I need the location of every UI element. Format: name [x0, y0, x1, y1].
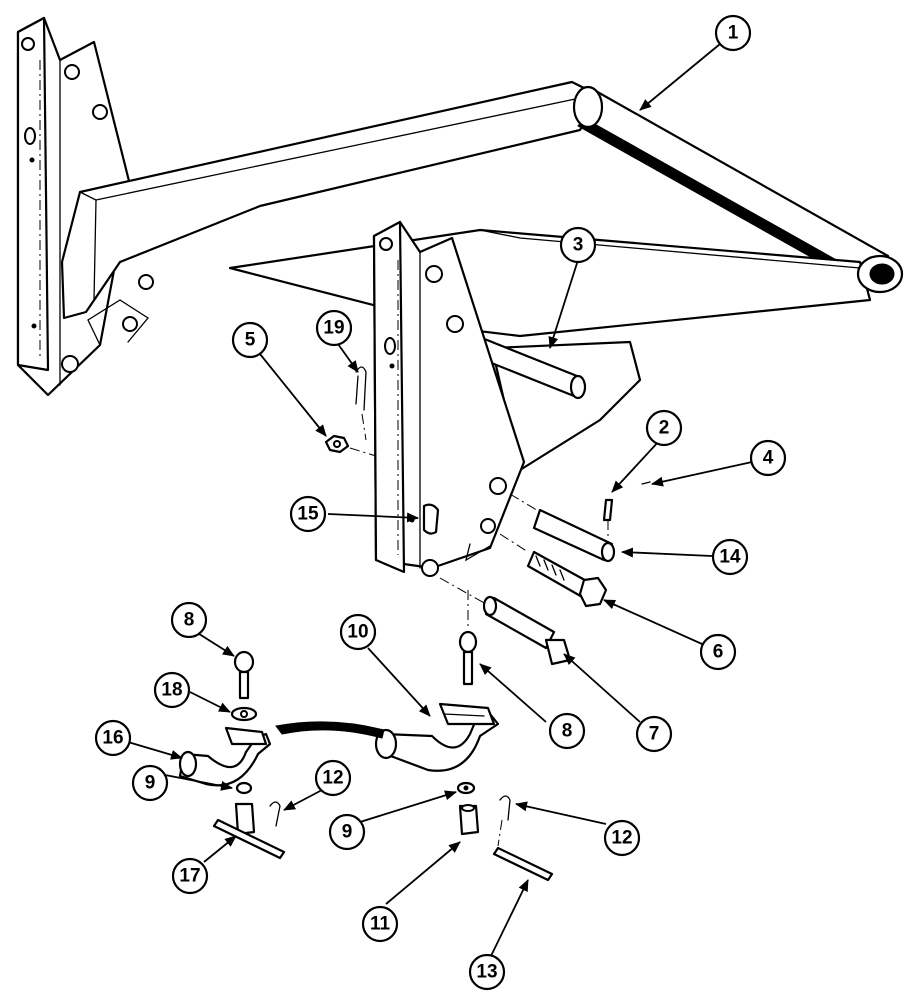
bolt-6: [499, 533, 608, 608]
svg-text:12: 12: [322, 768, 343, 789]
callout-12-right: 12: [603, 819, 641, 857]
callout-2: 2: [645, 409, 683, 447]
clip-12-center: [497, 795, 511, 847]
callouts: 1 2 3 4 5 6 7 8 8 9 9 10 11 12 12 13 14 …: [94, 14, 787, 991]
callout-18: 18: [153, 671, 191, 709]
svg-text:14: 14: [719, 547, 741, 568]
svg-text:9: 9: [145, 773, 156, 794]
callout-11: 11: [361, 905, 399, 943]
callout-9-left: 9: [131, 764, 169, 802]
svg-text:4: 4: [763, 448, 774, 469]
leader-lines: [127, 43, 753, 959]
callout-15: 15: [289, 495, 327, 533]
washer-18: [230, 706, 258, 722]
svg-text:11: 11: [370, 914, 391, 935]
svg-text:17: 17: [179, 866, 200, 887]
svg-text:2: 2: [659, 418, 670, 439]
hairpin-19: [355, 366, 367, 441]
pin-14: [509, 493, 616, 563]
clip-12-left: [269, 801, 281, 827]
eye-bolt-8-left: [233, 650, 255, 700]
callout-13: 13: [468, 953, 506, 991]
callout-4: 4: [749, 439, 787, 477]
callout-9-center: 9: [328, 813, 366, 851]
callout-7: 7: [635, 715, 673, 753]
clip-4: [641, 481, 651, 485]
callout-14: 14: [711, 538, 749, 576]
svg-text:8: 8: [184, 610, 195, 631]
svg-text:18: 18: [161, 680, 182, 701]
main-frame: [16, 16, 904, 472]
clamp-16: [178, 726, 272, 787]
callout-17: 17: [171, 857, 209, 895]
svg-text:6: 6: [713, 642, 724, 663]
cotter-pin-2: [602, 498, 614, 540]
clamp-10: [374, 702, 500, 772]
svg-text:19: 19: [323, 318, 344, 339]
callout-10: 10: [339, 613, 377, 651]
small-parts: [178, 366, 651, 882]
svg-text:16: 16: [102, 728, 123, 749]
callout-12-left: 12: [314, 759, 352, 797]
washer-9-center: [456, 781, 476, 795]
washer-9-left: [235, 781, 253, 795]
svg-text:9: 9: [342, 822, 353, 843]
svg-text:13: 13: [476, 962, 497, 983]
callout-5: 5: [231, 321, 269, 359]
callout-19: 19: [315, 309, 353, 347]
svg-text:12: 12: [611, 828, 632, 849]
svg-text:1: 1: [728, 23, 739, 44]
svg-text:3: 3: [573, 235, 584, 256]
svg-text:7: 7: [649, 724, 660, 745]
callout-1: 1: [714, 14, 752, 52]
nut-5: [324, 434, 377, 457]
callout-8-left: 8: [170, 601, 208, 639]
callout-6: 6: [699, 633, 737, 671]
svg-text:10: 10: [347, 622, 368, 643]
svg-text:8: 8: [562, 721, 573, 742]
mounting-bracket: [372, 220, 526, 577]
callout-16: 16: [94, 719, 132, 757]
pivot-17: [212, 802, 286, 860]
svg-text:5: 5: [245, 330, 256, 351]
callout-8-center: 8: [548, 712, 586, 750]
callout-3: 3: [559, 226, 597, 264]
pivot-11: [458, 804, 480, 836]
pin-7: [439, 577, 572, 666]
eye-bolt-8-center: [458, 590, 478, 686]
svg-text:15: 15: [297, 504, 319, 525]
pin-13: [492, 846, 554, 882]
